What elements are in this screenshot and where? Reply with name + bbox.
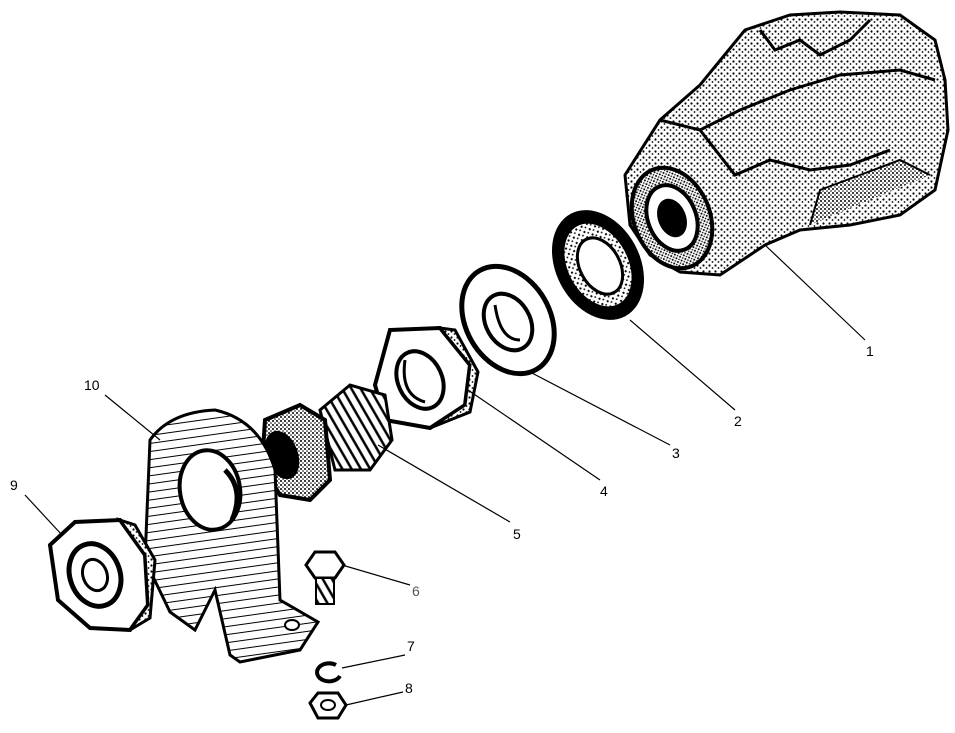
callout-10: 10 [84,377,100,393]
leader-1 [764,244,866,341]
leader-lines [24,244,866,706]
leader-10 [104,394,161,441]
callout-3: 3 [672,445,680,461]
leader-9 [24,494,63,536]
part-9-lock-nut [47,517,157,633]
part-4-hex-nut [372,325,480,431]
callout-5: 5 [513,526,521,542]
part-5-threaded-stud [259,383,394,503]
callout-4: 4 [600,483,608,499]
leader-7 [341,654,406,669]
callout-2: 2 [734,413,742,429]
leader-4 [467,389,601,481]
leader-5 [377,444,511,523]
callout-8: 8 [405,680,413,696]
part-10-bracket [143,408,321,664]
leader-3 [529,371,671,446]
part-1-housing [623,10,950,277]
callout-7: 7 [407,638,415,654]
callout-labels: 1 2 3 4 5 6 7 8 9 10 [10,343,874,696]
leader-8 [345,691,404,706]
part-3-washer [459,263,557,377]
part-7-spring-washer [315,661,342,684]
callout-9: 9 [10,477,18,493]
part-8-small-nut [308,691,348,720]
callout-6: 6 [412,583,420,599]
leader-6 [341,564,411,586]
part-2-gasket [551,210,645,320]
callout-1: 1 [866,343,874,359]
part-6-bolt [304,550,346,605]
leader-2 [629,319,736,411]
